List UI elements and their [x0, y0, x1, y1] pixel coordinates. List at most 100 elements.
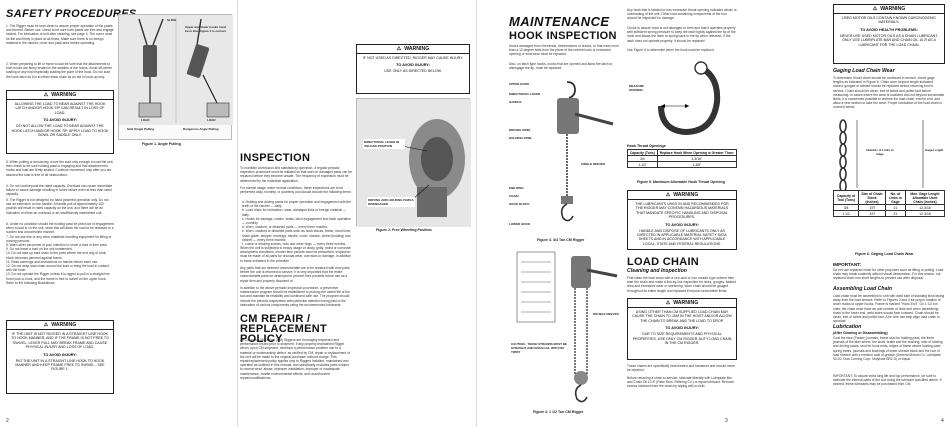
- fig3-label: Single reeved: [581, 162, 606, 166]
- hook-para-2: Also, on latch type hooks, hooks that ar…: [509, 62, 613, 71]
- inspection-items: a. Holding and driving pawls for proper …: [242, 200, 352, 246]
- lubrication-subtitle: (After Cleaning or Disassembling): [833, 331, 888, 335]
- warning-label: WARNING: [673, 300, 699, 306]
- inspection-para-3: When the unit is subjected to heavy usag…: [240, 246, 352, 263]
- rigger-3-4-illustration: [557, 81, 614, 222]
- fig1-label-load-1: Load: [141, 118, 150, 122]
- warning-triangle-icon: ⚠: [872, 6, 878, 12]
- cleaning-inspection-title: Cleaning and Inspection: [627, 268, 687, 274]
- inspection-para-1: To maintain continuous and satisfactory …: [240, 166, 352, 183]
- table-header: No. of Links in Gage: [884, 190, 906, 205]
- list-item: 9. Do not leave a load on the unit unatt…: [6, 247, 73, 252]
- fig3-label: Upper hook: [509, 82, 530, 86]
- table-header: Capacity of Tool (Tons): [832, 190, 860, 205]
- page-number: 3: [725, 418, 728, 424]
- lubrication-title: Lubrication: [833, 324, 862, 330]
- repair-policy-para: All Columbus McKinnon (CM) Riggers are t…: [240, 338, 350, 380]
- important-para: Do not use replaced chain for other purp…: [833, 268, 944, 281]
- warning-label: WARNING: [51, 92, 77, 98]
- table-header: Max. Gage Length Allowable Used Chain (i…: [904, 190, 946, 205]
- warning-body: Allowing the load to bear against the ho…: [14, 102, 106, 115]
- warning-avoid: TO AVOID INJURY:: [665, 326, 699, 331]
- warning-body: Using other than CM supplied load chain …: [632, 310, 732, 323]
- lubrication-para: Coat the face (Parker) journals, frame s…: [833, 336, 943, 362]
- warning-box-straight-line: ⚠WARNING If the unit is not rigged in a …: [6, 320, 114, 394]
- warning-label: WARNING: [404, 46, 430, 52]
- assembling-para: Load chain must be assembled to unit wit…: [833, 294, 945, 324]
- page-4-5-spread: MAINTENANCE HOOK INSPECTION Hooks damage…: [476, 0, 950, 427]
- inspection-para-4: Any parts that are deemed unserviceable …: [240, 266, 350, 283]
- warning-triangle-icon: ⚠: [665, 192, 671, 198]
- warning-body-2: Handle and dispose of lubricants only as…: [637, 228, 727, 246]
- safety-para-1: 1. The Rigger must be kept clean to assu…: [6, 24, 114, 45]
- warning-body-2: Due to size requirements and physical pr…: [632, 332, 732, 346]
- fig4-label-double-reeved: Double reeved: [593, 312, 619, 316]
- hook-throat-illustration: [658, 61, 721, 136]
- hook-para-5: Use Figure 5 to determine when the hook …: [627, 48, 715, 52]
- list-item: 11. Read warnings and instructions on ha…: [6, 259, 99, 264]
- chain-gage-table: Capacity of Tool (Tons) Size of Chain St…: [832, 190, 946, 217]
- free-wheeling-illustration: [357, 99, 471, 227]
- table-header: Size of Chain Stock (inches): [858, 190, 886, 205]
- page-number: 4: [941, 418, 944, 424]
- fig1-label-load-2: Load: [207, 118, 216, 122]
- warning-avoid: TO AVOID HEALTH PROBLEMS:: [860, 27, 918, 32]
- figure-2-free-wheeling: Directional lever in unload position Dri…: [356, 98, 471, 227]
- figure-4-rigger-1-1-2-ton: Double reeved Caution - these strands mu…: [509, 246, 653, 408]
- inspection-para-2: For normal usage under normal conditions…: [240, 186, 352, 195]
- safety-list: 6. Under no condition should the holding…: [6, 222, 114, 285]
- list-item: e. Worn, cracked or distorted parts such…: [242, 229, 352, 242]
- warning-triangle-icon: ⚠: [43, 92, 49, 98]
- hook-inspection-title: HOOK INSPECTION: [509, 30, 617, 42]
- list-item: d. Worn, cracked, or distorted parts — e…: [242, 225, 328, 230]
- warning-body-2: Do not allow the load to bear against th…: [11, 124, 109, 138]
- fig1-label-safe: Safe Single Pulling: [127, 127, 155, 131]
- warning-box-motor-oil: ⚠WARNING Used motor oils contain known c…: [833, 4, 945, 64]
- fig3-label: Handle: [509, 100, 522, 104]
- repair-policy-title: CM REPAIR / REPLACEMENT POLICY: [240, 313, 328, 345]
- fig3-label: Chain: [509, 194, 519, 198]
- warning-box-hook-latch: ⚠WARNING Allowing the load to bear again…: [6, 90, 114, 154]
- fig6-label-length: Gage Length: [925, 148, 944, 152]
- fig3-label: Hook block: [509, 202, 530, 206]
- warning-triangle-icon: ⚠: [396, 46, 402, 52]
- fig4-label-caution: Caution - these strands must be straight…: [511, 342, 568, 354]
- list-item: 6. Under no condition should the holding…: [6, 222, 114, 235]
- figure-3-rigger-3-4-ton: Upper hook Directional lever Handle Driv…: [509, 78, 621, 234]
- fig3-label: Holding pawl: [509, 136, 533, 140]
- list-item: 10. Do not take up load chain to the poi…: [6, 251, 107, 260]
- fig3-label: Lower hook: [509, 222, 530, 226]
- table-row: 1 1/2 .197 21 12-3/16: [832, 210, 946, 217]
- warning-avoid: TO AVOID INJURY:: [43, 352, 77, 357]
- rigger-1-1-2-illustration: [516, 246, 653, 403]
- hook-para-1: Hooks damaged from chemicals, deformatio…: [509, 44, 619, 57]
- safety-para-2: 2. When preparing to lift or move a load…: [6, 62, 113, 79]
- warning-triangle-icon: ⚠: [43, 322, 49, 328]
- load-chain-title: LOAD CHAIN: [627, 256, 700, 268]
- list-item: 7. Do not use this or any other material…: [6, 234, 112, 243]
- blank-column: [356, 244, 470, 404]
- warning-label: WARNING: [673, 192, 699, 198]
- gaging-para: To determine if load chain should be con…: [833, 76, 945, 110]
- cleaning-para: First clean the load chain with a non-ac…: [627, 276, 737, 293]
- figure-1-caption: Figure 1. Angle Pulling: [142, 142, 181, 146]
- fig1-label-sling: Sling: [167, 18, 177, 22]
- warning-label: WARNING: [880, 6, 906, 12]
- warning-body: If the unit is not rigged in a straight …: [11, 332, 109, 350]
- figure-6-chain-gage: Number of Links in Gage Gage Length: [833, 118, 945, 193]
- fig5-label-measure: Measure opening: [629, 84, 645, 92]
- figure-2-caption: Figure 2. Free Wheeling Position: [376, 228, 432, 232]
- list-item: c. Hooks for damage, cracks, twists, lat…: [242, 216, 351, 226]
- inspection-title: INSPECTION: [240, 152, 311, 164]
- list-item: b. Load chain for lubrication, wear, dam…: [242, 208, 347, 217]
- fig2-label-pawls: Driving and holding pawls disengaged: [367, 197, 415, 207]
- warning-body-2: Use only as directed below.: [384, 69, 442, 74]
- figure-1-angle-pulling: Sling Upper and lower hooks must be in l…: [118, 14, 233, 140]
- gaging-title: Gaging Load Chain Wear: [833, 68, 895, 74]
